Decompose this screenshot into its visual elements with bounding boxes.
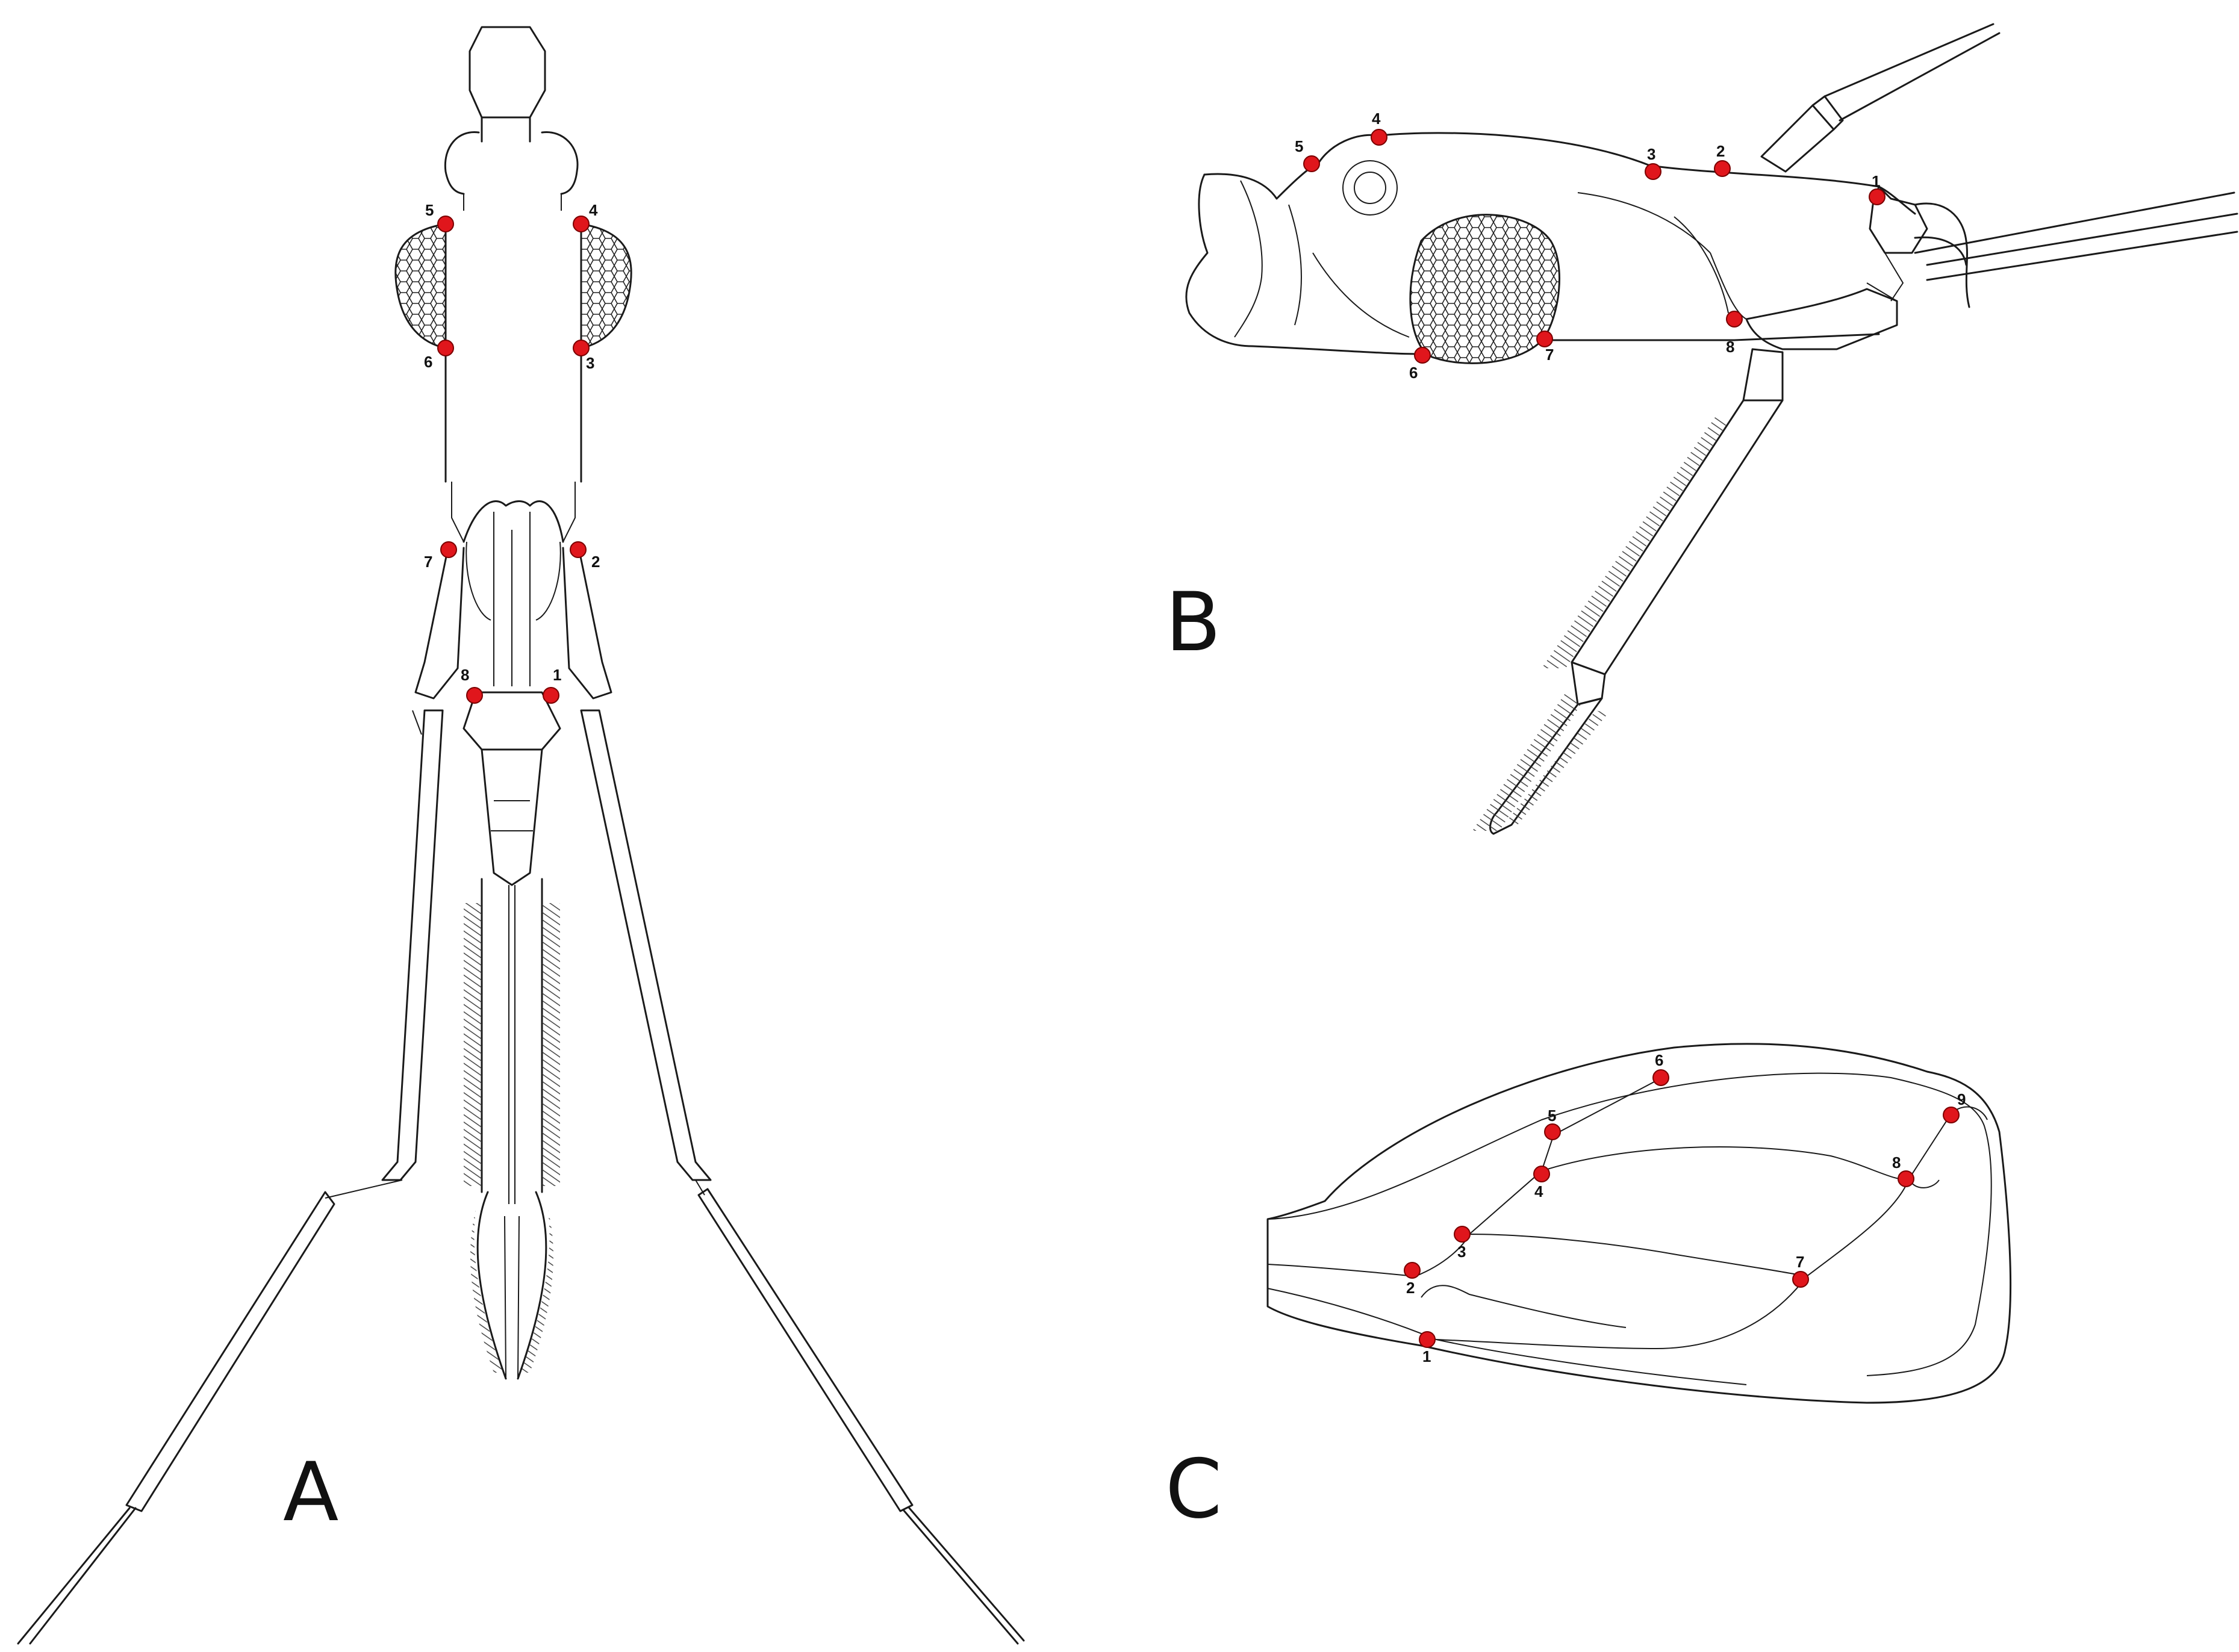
panel-b-drawing: B: [1165, 23, 2238, 835]
landmark-b-7-label: 7: [1545, 346, 1554, 364]
landmark-a-2-label: 2: [591, 553, 600, 571]
landmark-a-4: [573, 216, 590, 232]
landmark-a-8-label: 8: [461, 666, 469, 684]
landmark-c-4: [1533, 1166, 1550, 1182]
landmark-a-8: [466, 687, 483, 704]
landmark-b-8-label: 8: [1726, 338, 1734, 356]
landmark-c-5-label: 5: [1548, 1107, 1556, 1125]
landmark-a-7: [440, 541, 457, 558]
landmark-c-2: [1404, 1262, 1421, 1279]
landmark-a-1: [543, 687, 559, 704]
panel-a-drawing: A: [17, 26, 1025, 1645]
landmark-a-1-label: 1: [553, 666, 561, 684]
panel-c-label: C: [1165, 1442, 1222, 1536]
landmark-c-7: [1792, 1271, 1809, 1288]
landmark-a-3-label: 3: [586, 354, 594, 372]
landmark-a-7-label: 7: [424, 553, 432, 571]
landmark-c-7-label: 7: [1796, 1253, 1804, 1271]
landmark-b-4-label: 4: [1372, 110, 1381, 128]
landmark-b-3: [1645, 163, 1661, 180]
landmark-b-7: [1536, 331, 1553, 347]
landmark-c-9: [1943, 1107, 1960, 1123]
landmark-b-8: [1726, 311, 1743, 328]
panel-a-label: A: [283, 1445, 338, 1539]
left-eye: [394, 223, 447, 349]
panel-b-label: B: [1165, 575, 1221, 669]
panel-c-landmarks: 1 2 3 4 5 6 7 8 9: [1404, 1051, 1966, 1365]
landmark-c-3: [1454, 1226, 1471, 1243]
landmark-c-5: [1544, 1123, 1561, 1140]
landmark-b-4: [1371, 129, 1387, 146]
landmark-c-8: [1898, 1170, 1914, 1187]
landmark-b-1-label: 1: [1872, 172, 1880, 190]
landmark-b-2: [1714, 160, 1731, 177]
landmark-a-5-label: 5: [425, 201, 434, 219]
landmark-b-6: [1414, 347, 1431, 364]
landmark-c-8-label: 8: [1892, 1154, 1901, 1172]
landmark-c-9-label: 9: [1957, 1090, 1966, 1108]
landmark-b-2-label: 2: [1716, 142, 1725, 160]
landmark-b-5-label: 5: [1295, 137, 1303, 155]
landmark-c-3-label: 3: [1457, 1243, 1466, 1261]
landmark-b-6-label: 6: [1409, 364, 1418, 382]
landmark-a-5: [437, 216, 454, 232]
landmark-a-2: [570, 541, 587, 558]
landmark-c-1-label: 1: [1422, 1347, 1431, 1365]
landmark-a-3: [573, 340, 590, 356]
right-eye: [580, 223, 632, 349]
landmark-c-2-label: 2: [1406, 1279, 1415, 1297]
panel-b-landmarks: 1 2 3 4 5 6 7 8: [1295, 110, 1886, 382]
landmark-c-6-label: 6: [1655, 1051, 1663, 1069]
landmark-b-5: [1303, 155, 1320, 172]
landmark-c-6: [1652, 1069, 1669, 1086]
landmark-a-6-label: 6: [424, 353, 432, 371]
landmark-a-4-label: 4: [589, 201, 598, 219]
landmark-b-3-label: 3: [1647, 145, 1655, 163]
landmark-c-4-label: 4: [1534, 1182, 1543, 1200]
panel-a-landmarks: 1 2 3 4 5 6 7 8: [424, 201, 600, 704]
landmark-b-1: [1869, 188, 1886, 205]
panel-c-drawing: C: [1165, 1043, 2012, 1536]
landmark-c-1: [1419, 1331, 1436, 1348]
landmark-a-6: [437, 340, 454, 356]
